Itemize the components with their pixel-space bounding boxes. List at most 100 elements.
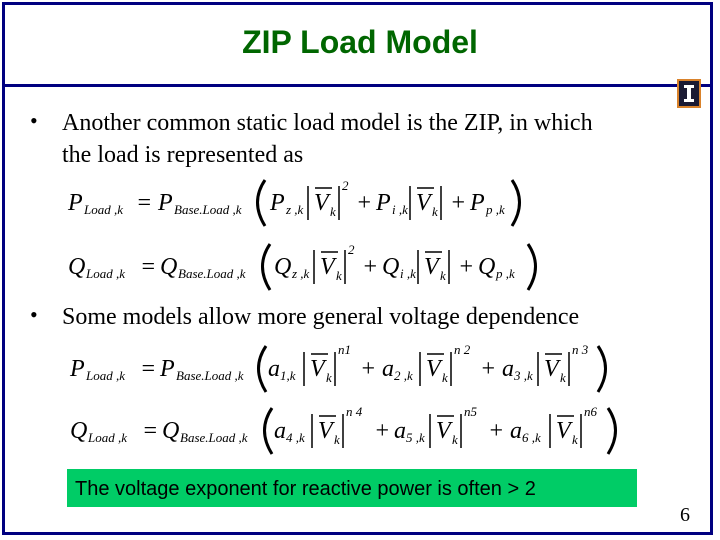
left-paren bbox=[263, 407, 274, 455]
eq-subscript: k bbox=[336, 268, 342, 283]
eq-operator: = bbox=[140, 254, 156, 280]
callout-note: The voltage exponent for reactive power … bbox=[66, 468, 638, 508]
eq-exponent: n1 bbox=[338, 342, 351, 357]
eq-subscript: k bbox=[572, 432, 578, 447]
right-paren bbox=[596, 345, 607, 393]
eq-subscript: k bbox=[330, 204, 336, 219]
eq-subscript: i ,k bbox=[400, 266, 416, 281]
eq-symbol: V bbox=[424, 254, 441, 280]
eq-symbol: Q bbox=[382, 254, 399, 280]
eq-subscript: 4 ,k bbox=[286, 430, 305, 445]
left-paren bbox=[256, 179, 267, 227]
eq-subscript: Base.Load ,k bbox=[176, 368, 244, 383]
eq-exponent: n5 bbox=[464, 404, 478, 419]
right-paren bbox=[526, 243, 537, 291]
eq-symbol: a bbox=[382, 356, 394, 382]
left-paren bbox=[261, 243, 272, 291]
eq-subscript: k bbox=[334, 432, 340, 447]
left-paren bbox=[257, 345, 268, 393]
eq-subscript: p ,k bbox=[485, 202, 505, 217]
eq-symbol: V bbox=[310, 356, 327, 382]
eq-symbol: P bbox=[269, 190, 285, 216]
eq-subscript: 3 ,k bbox=[513, 368, 533, 383]
slide-title: ZIP Load Model bbox=[242, 24, 478, 60]
eq-exponent: n 4 bbox=[346, 404, 363, 419]
eq-subscript: 6 ,k bbox=[522, 430, 541, 445]
eq-symbol: V bbox=[416, 190, 433, 216]
eq-exponent: n 2 bbox=[454, 342, 471, 357]
eq-subscript: 1,k bbox=[280, 368, 296, 383]
page-number: 6 bbox=[680, 504, 690, 526]
eq-operator: = bbox=[142, 418, 158, 444]
eq-symbol: V bbox=[314, 190, 331, 216]
eq-symbol: Q bbox=[70, 418, 87, 444]
eq-subscript: k bbox=[452, 432, 458, 447]
eq-subscript: k bbox=[560, 370, 566, 385]
equation-p-exponential: P Load ,k = P Base.Load ,k a 1,k V k n1 … bbox=[60, 338, 620, 398]
eq-symbol: V bbox=[426, 356, 443, 382]
eq-subscript: Load ,k bbox=[87, 430, 127, 445]
eq-subscript: Load ,k bbox=[85, 266, 125, 281]
eq-operator: + bbox=[360, 356, 376, 382]
eq-symbol: Q bbox=[162, 418, 179, 444]
bullet-2-line-1: Some models allow more general voltage d… bbox=[62, 304, 580, 330]
eq-symbol: P bbox=[69, 356, 85, 382]
university-logo-icon bbox=[677, 79, 701, 108]
eq-operator: = bbox=[140, 356, 156, 382]
eq-operator: + bbox=[374, 418, 390, 444]
eq-operator: = bbox=[136, 190, 152, 216]
eq-symbol: V bbox=[544, 356, 561, 382]
right-paren bbox=[606, 407, 617, 455]
eq-exponent: n6 bbox=[584, 404, 598, 419]
equation-q-zip: Q Load ,k = Q Base.Load ,k Q z ,k V k 2 … bbox=[60, 236, 620, 296]
eq-symbol: P bbox=[469, 190, 485, 216]
eq-symbol: V bbox=[318, 418, 335, 444]
eq-symbol: a bbox=[510, 418, 522, 444]
eq-operator: + bbox=[458, 254, 474, 280]
eq-symbol: Q bbox=[478, 254, 495, 280]
eq-subscript: z ,k bbox=[291, 266, 310, 281]
eq-subscript: k bbox=[440, 268, 446, 283]
equation-q-exponential: Q Load ,k = Q Base.Load ,k a 4 ,k V k n … bbox=[60, 400, 620, 460]
eq-exponent: 2 bbox=[348, 242, 355, 257]
eq-subscript: Load ,k bbox=[85, 368, 125, 383]
eq-symbol: P bbox=[375, 190, 391, 216]
eq-symbol: Q bbox=[160, 254, 177, 280]
eq-operator: + bbox=[362, 254, 378, 280]
slide-frame bbox=[2, 2, 713, 535]
eq-subscript: Base.Load ,k bbox=[180, 430, 248, 445]
equation-p-zip: P Load ,k = P Base.Load ,k P z ,k V k 2 … bbox=[60, 172, 620, 232]
bullet-marker: • bbox=[30, 302, 38, 327]
eq-symbol: V bbox=[436, 418, 453, 444]
eq-subscript: i ,k bbox=[392, 202, 408, 217]
eq-exponent: n 3 bbox=[572, 342, 589, 357]
eq-operator: + bbox=[480, 356, 496, 382]
eq-symbol: V bbox=[320, 254, 337, 280]
eq-symbol: a bbox=[274, 418, 286, 444]
title-divider bbox=[2, 84, 713, 87]
bullet-marker: • bbox=[30, 108, 38, 133]
right-paren bbox=[510, 179, 521, 227]
eq-symbol: V bbox=[556, 418, 573, 444]
eq-symbol: a bbox=[502, 356, 514, 382]
eq-subscript: k bbox=[442, 370, 448, 385]
eq-subscript: Load ,k bbox=[83, 202, 123, 217]
eq-subscript: Base.Load ,k bbox=[178, 266, 246, 281]
eq-subscript: 5 ,k bbox=[406, 430, 425, 445]
eq-symbol: Q bbox=[274, 254, 291, 280]
eq-subscript: z ,k bbox=[285, 202, 304, 217]
eq-symbol: P bbox=[159, 356, 175, 382]
bullet-1-line-1: Another common static load model is the … bbox=[62, 110, 593, 136]
eq-subscript: k bbox=[432, 204, 438, 219]
eq-subscript: 2 ,k bbox=[394, 368, 413, 383]
eq-subscript: p ,k bbox=[495, 266, 515, 281]
eq-operator: + bbox=[450, 190, 466, 216]
eq-exponent: 2 bbox=[342, 178, 349, 193]
bullet-1-line-2: the load is represented as bbox=[62, 142, 304, 168]
eq-symbol: a bbox=[394, 418, 406, 444]
eq-subscript: k bbox=[326, 370, 332, 385]
eq-symbol: P bbox=[67, 190, 83, 216]
eq-symbol: P bbox=[157, 190, 173, 216]
eq-symbol: Q bbox=[68, 254, 85, 280]
